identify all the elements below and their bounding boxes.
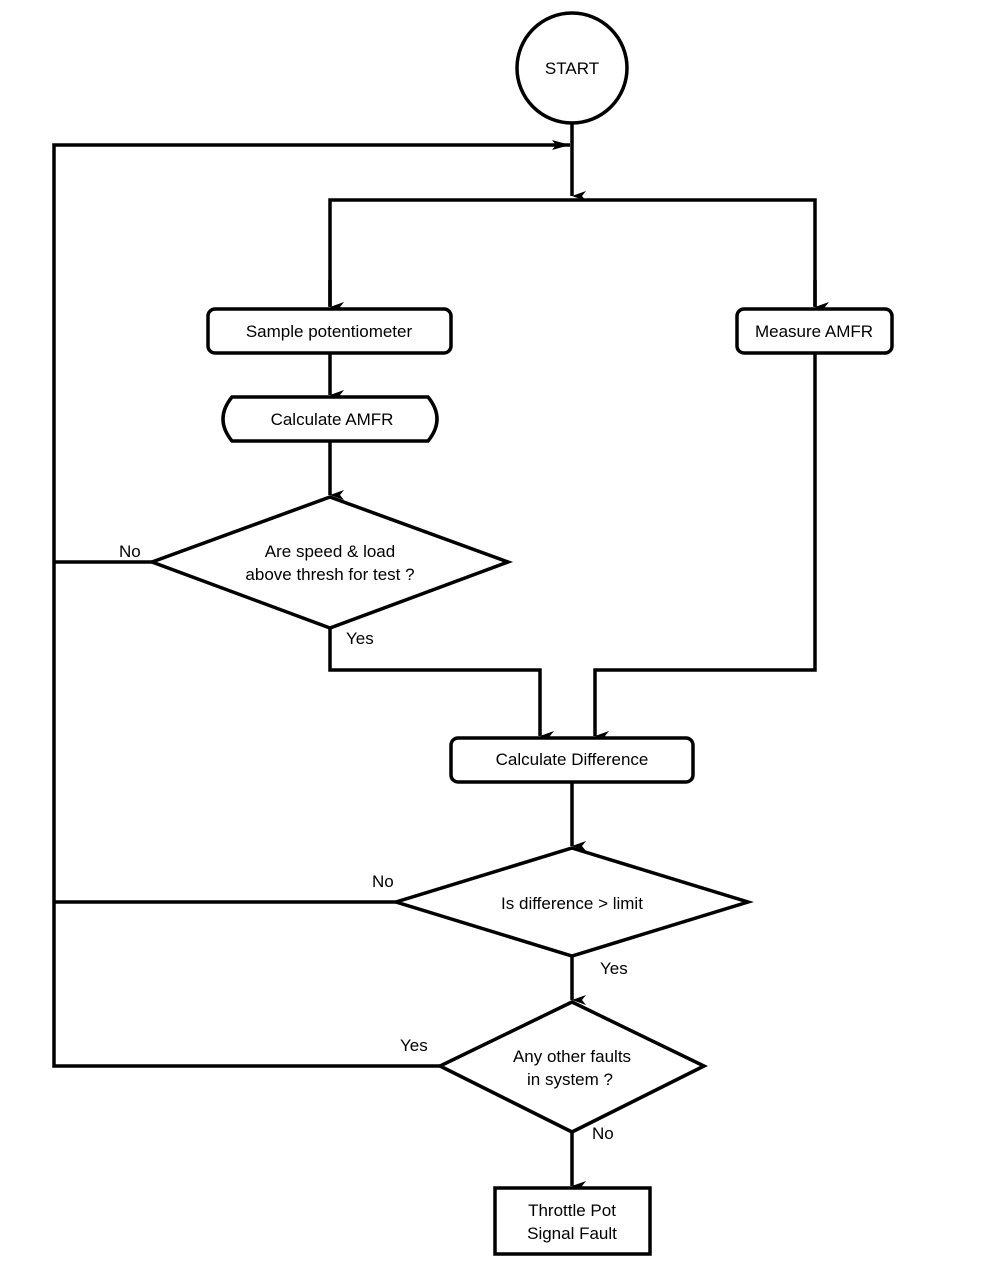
- decision-difference-no-label: No: [372, 872, 394, 891]
- calculate-difference-box: Calculate Difference: [449, 736, 695, 784]
- decision-faults-yes-label: Yes: [400, 1036, 428, 1055]
- start-node: START: [515, 11, 629, 125]
- throttle-pot-signal-fault-line1: Throttle Pot: [528, 1201, 616, 1220]
- calculate-amfr-box: Calculate AMFR: [221, 395, 439, 443]
- decision-difference-label: Is difference > limit: [501, 894, 643, 913]
- decision-other-faults: Any other faults in system ?: [436, 1000, 708, 1134]
- connector-loop-back: [52, 140, 570, 1068]
- sample-potentiometer-label: Sample potentiometer: [246, 322, 413, 341]
- calculate-difference-label: Calculate Difference: [496, 750, 649, 769]
- decision-other-faults-line2: in system ?: [527, 1070, 613, 1089]
- decision-speed-yes-label: Yes: [346, 629, 374, 648]
- decision-speed-load-line1: Are speed & load: [265, 542, 395, 561]
- connector-speed-yes: [328, 628, 554, 741]
- decision-speed-load: Are speed & load above thresh for test ?: [146, 495, 514, 630]
- decision-difference-yes-label: Yes: [600, 959, 628, 978]
- measure-amfr-label: Measure AMFR: [755, 322, 873, 341]
- start-label: START: [545, 59, 599, 78]
- throttle-pot-signal-fault-line2: Signal Fault: [527, 1224, 617, 1243]
- throttle-pot-signal-fault-box: Throttle Pot Signal Fault: [493, 1186, 652, 1256]
- connector-split-bar: [328, 198, 817, 306]
- decision-faults-no-label: No: [592, 1124, 614, 1143]
- measure-amfr-box: Measure AMFR: [735, 307, 894, 355]
- connector-measure-to-diff: [593, 353, 817, 741]
- decision-difference: Is difference > limit: [390, 846, 754, 958]
- calculate-amfr-label: Calculate AMFR: [271, 410, 394, 429]
- decision-speed-no-label: No: [119, 542, 141, 561]
- sample-potentiometer-box: Sample potentiometer: [206, 307, 453, 355]
- connectors: [52, 123, 829, 1191]
- decision-other-faults-line1: Any other faults: [513, 1047, 631, 1066]
- decision-speed-load-line2: above thresh for test ?: [245, 565, 414, 584]
